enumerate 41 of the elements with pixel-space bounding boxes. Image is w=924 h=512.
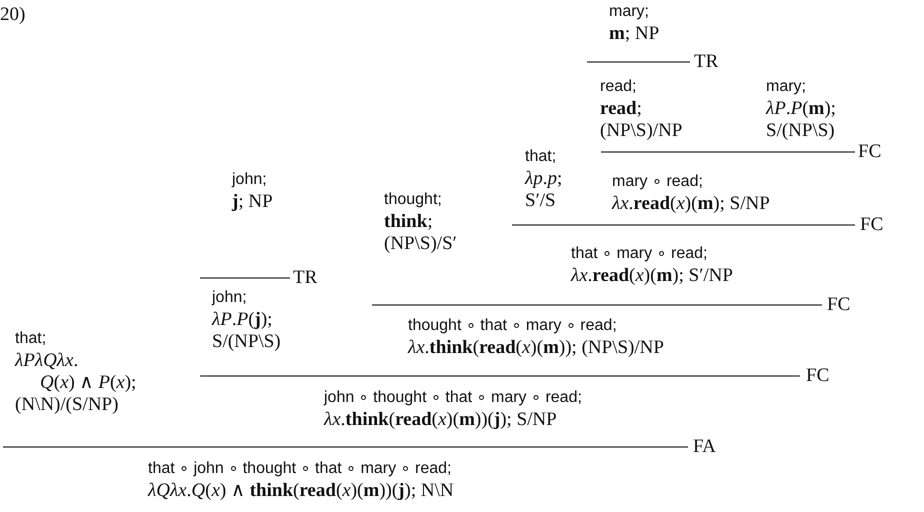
sign-formula: m; NP <box>609 23 660 45</box>
rule-label: TR <box>694 51 718 73</box>
rule-label: FA <box>693 436 716 458</box>
sign-formula: think; <box>384 211 433 233</box>
word-form: mary; <box>766 77 806 97</box>
rule-label: FC <box>858 141 882 163</box>
sign-formula: (NP\S)/S′ <box>384 233 457 255</box>
word-form: thought ∘ that ∘ mary ∘ read; <box>408 316 617 336</box>
rule-label: TR <box>293 267 318 289</box>
sign-formula: S/(NP\S) <box>212 331 281 353</box>
sign-formula: λx.think(read(x)(m))(j); S/NP <box>324 409 557 431</box>
sign-formula: λp.p; <box>525 168 562 190</box>
word-form: that ∘ mary ∘ read; <box>571 244 708 264</box>
sign-formula: (N\N)/(S/NP) <box>15 394 118 416</box>
word-form: mary ∘ read; <box>612 172 703 192</box>
rule-label: FC <box>806 365 830 387</box>
sign-formula: S/(NP\S) <box>766 120 835 142</box>
sign-formula: read; <box>600 98 642 120</box>
example-number: 20) <box>0 4 26 26</box>
sign-formula: λx.read(x)(m); S/NP <box>612 193 770 215</box>
word-form: john; <box>232 170 267 190</box>
word-form: that; <box>15 329 46 349</box>
sign-formula: λQλx.Q(x) ∧ think(read(x)(m))(j); N\N <box>148 480 454 502</box>
sign-formula: λP.P(j); <box>212 309 272 331</box>
word-form: that; <box>525 147 556 167</box>
word-form: john ∘ thought ∘ that ∘ mary ∘ read; <box>324 388 582 408</box>
sign-formula: (NP\S)/NP <box>600 120 682 142</box>
word-form: read; <box>600 77 636 97</box>
word-form: thought; <box>384 190 442 210</box>
sign-formula: λx.think(read(x)(m)); (NP\S)/NP <box>408 337 664 359</box>
sign-formula: j; NP <box>232 191 273 213</box>
sign-formula: λx.read(x)(m); S′/NP <box>571 265 733 287</box>
sign-formula: Q(x) ∧ P(x); <box>40 372 136 394</box>
word-form: mary; <box>609 2 649 22</box>
word-form: john; <box>212 288 247 308</box>
sign-formula: S′/S <box>525 190 556 212</box>
rule-label: FC <box>860 214 884 236</box>
sign-formula: λPλQλx. <box>15 350 78 372</box>
rule-label: FC <box>827 294 850 316</box>
sign-formula: λP.P(m); <box>766 98 836 120</box>
word-form: that ∘ john ∘ thought ∘ that ∘ mary ∘ read; <box>148 459 452 479</box>
